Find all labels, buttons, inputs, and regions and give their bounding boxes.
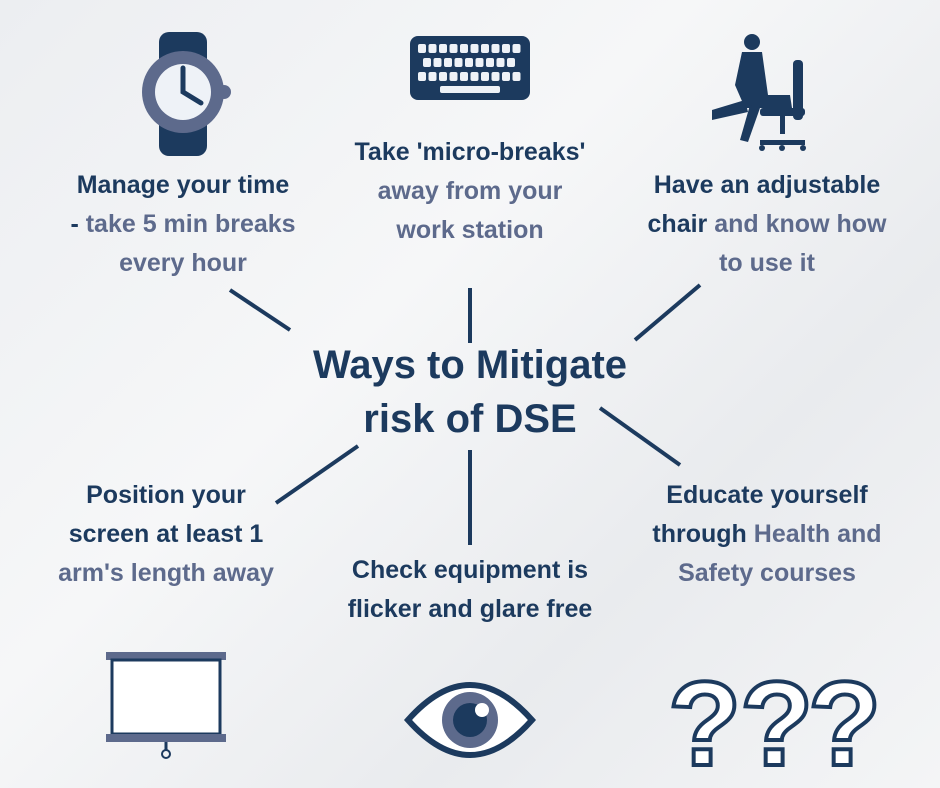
title-line: Ways to Mitigate — [312, 343, 628, 387]
tip-text-light: and know how to use it — [714, 210, 887, 277]
key — [491, 72, 500, 81]
key — [428, 72, 437, 81]
key — [465, 58, 473, 67]
key — [470, 44, 479, 53]
svg-text:?: ? — [740, 657, 813, 788]
tip-manage-time: Manage your time - take 5 min breaks eve… — [70, 166, 296, 283]
tip-text-dark: Take 'micro-breaks' — [354, 138, 586, 166]
key — [418, 72, 426, 81]
key — [470, 72, 479, 81]
key — [423, 58, 431, 67]
key — [439, 44, 447, 53]
tip-adjustable-chair: Have an adjustable chair and know how to… — [636, 166, 898, 283]
connector-line — [228, 288, 292, 332]
key — [481, 72, 489, 81]
svg-text:?: ? — [668, 657, 741, 788]
key — [481, 44, 489, 53]
key — [507, 58, 515, 67]
tip-text-light: take 5 min breaks every hour — [85, 210, 296, 277]
key — [454, 58, 463, 67]
key — [496, 58, 505, 67]
key — [512, 44, 521, 53]
tip-screen-position: Position your screen at least 1 arm's le… — [44, 476, 288, 593]
tip-text-light: Health and Safety courses — [678, 520, 882, 587]
tip-text-dark: Position your screen at least 1 — [68, 481, 264, 548]
page-title: Ways to Mitigate risk of DSE — [220, 338, 720, 446]
key — [449, 72, 458, 81]
tip-text-dark: Educate yourself through — [652, 481, 868, 548]
key — [433, 58, 442, 67]
key — [475, 58, 484, 67]
key — [460, 44, 468, 53]
key — [444, 58, 452, 67]
key — [502, 72, 510, 81]
key — [512, 72, 521, 81]
key — [439, 72, 447, 81]
projector-screen-icon — [106, 652, 226, 759]
key — [428, 44, 437, 53]
tip-text-dark: Check equipment is flicker and glare fre… — [347, 556, 593, 623]
key — [418, 44, 426, 53]
office-chair-icon — [712, 34, 806, 151]
svg-text:?: ? — [808, 657, 881, 788]
key — [491, 44, 500, 53]
tip-text-dark: Have an adjustable chair — [647, 171, 881, 238]
eye-icon — [403, 682, 537, 758]
tip-text-dark: Manage your time - — [70, 171, 290, 238]
title-line: risk of DSE — [363, 397, 577, 441]
watch-icon — [142, 32, 231, 156]
key — [449, 44, 458, 53]
connector-line — [274, 444, 360, 505]
tip-text-light: arm's length away — [58, 559, 274, 587]
tip-text-light: away from your work station — [377, 177, 563, 244]
connector-lines — [228, 283, 702, 545]
tip-micro-breaks: Take 'micro-breaks' away from your work … — [345, 133, 595, 250]
key — [502, 44, 510, 53]
connector-line — [633, 283, 702, 342]
connector-line — [598, 406, 682, 467]
key — [486, 58, 494, 67]
key — [460, 72, 468, 81]
tip-check-equipment: Check equipment is flicker and glare fre… — [335, 551, 605, 629]
tip-educate: Educate yourself through Health and Safe… — [636, 476, 898, 593]
question-marks-icon: ??? — [666, 655, 883, 788]
keyboard-icon — [410, 36, 530, 100]
